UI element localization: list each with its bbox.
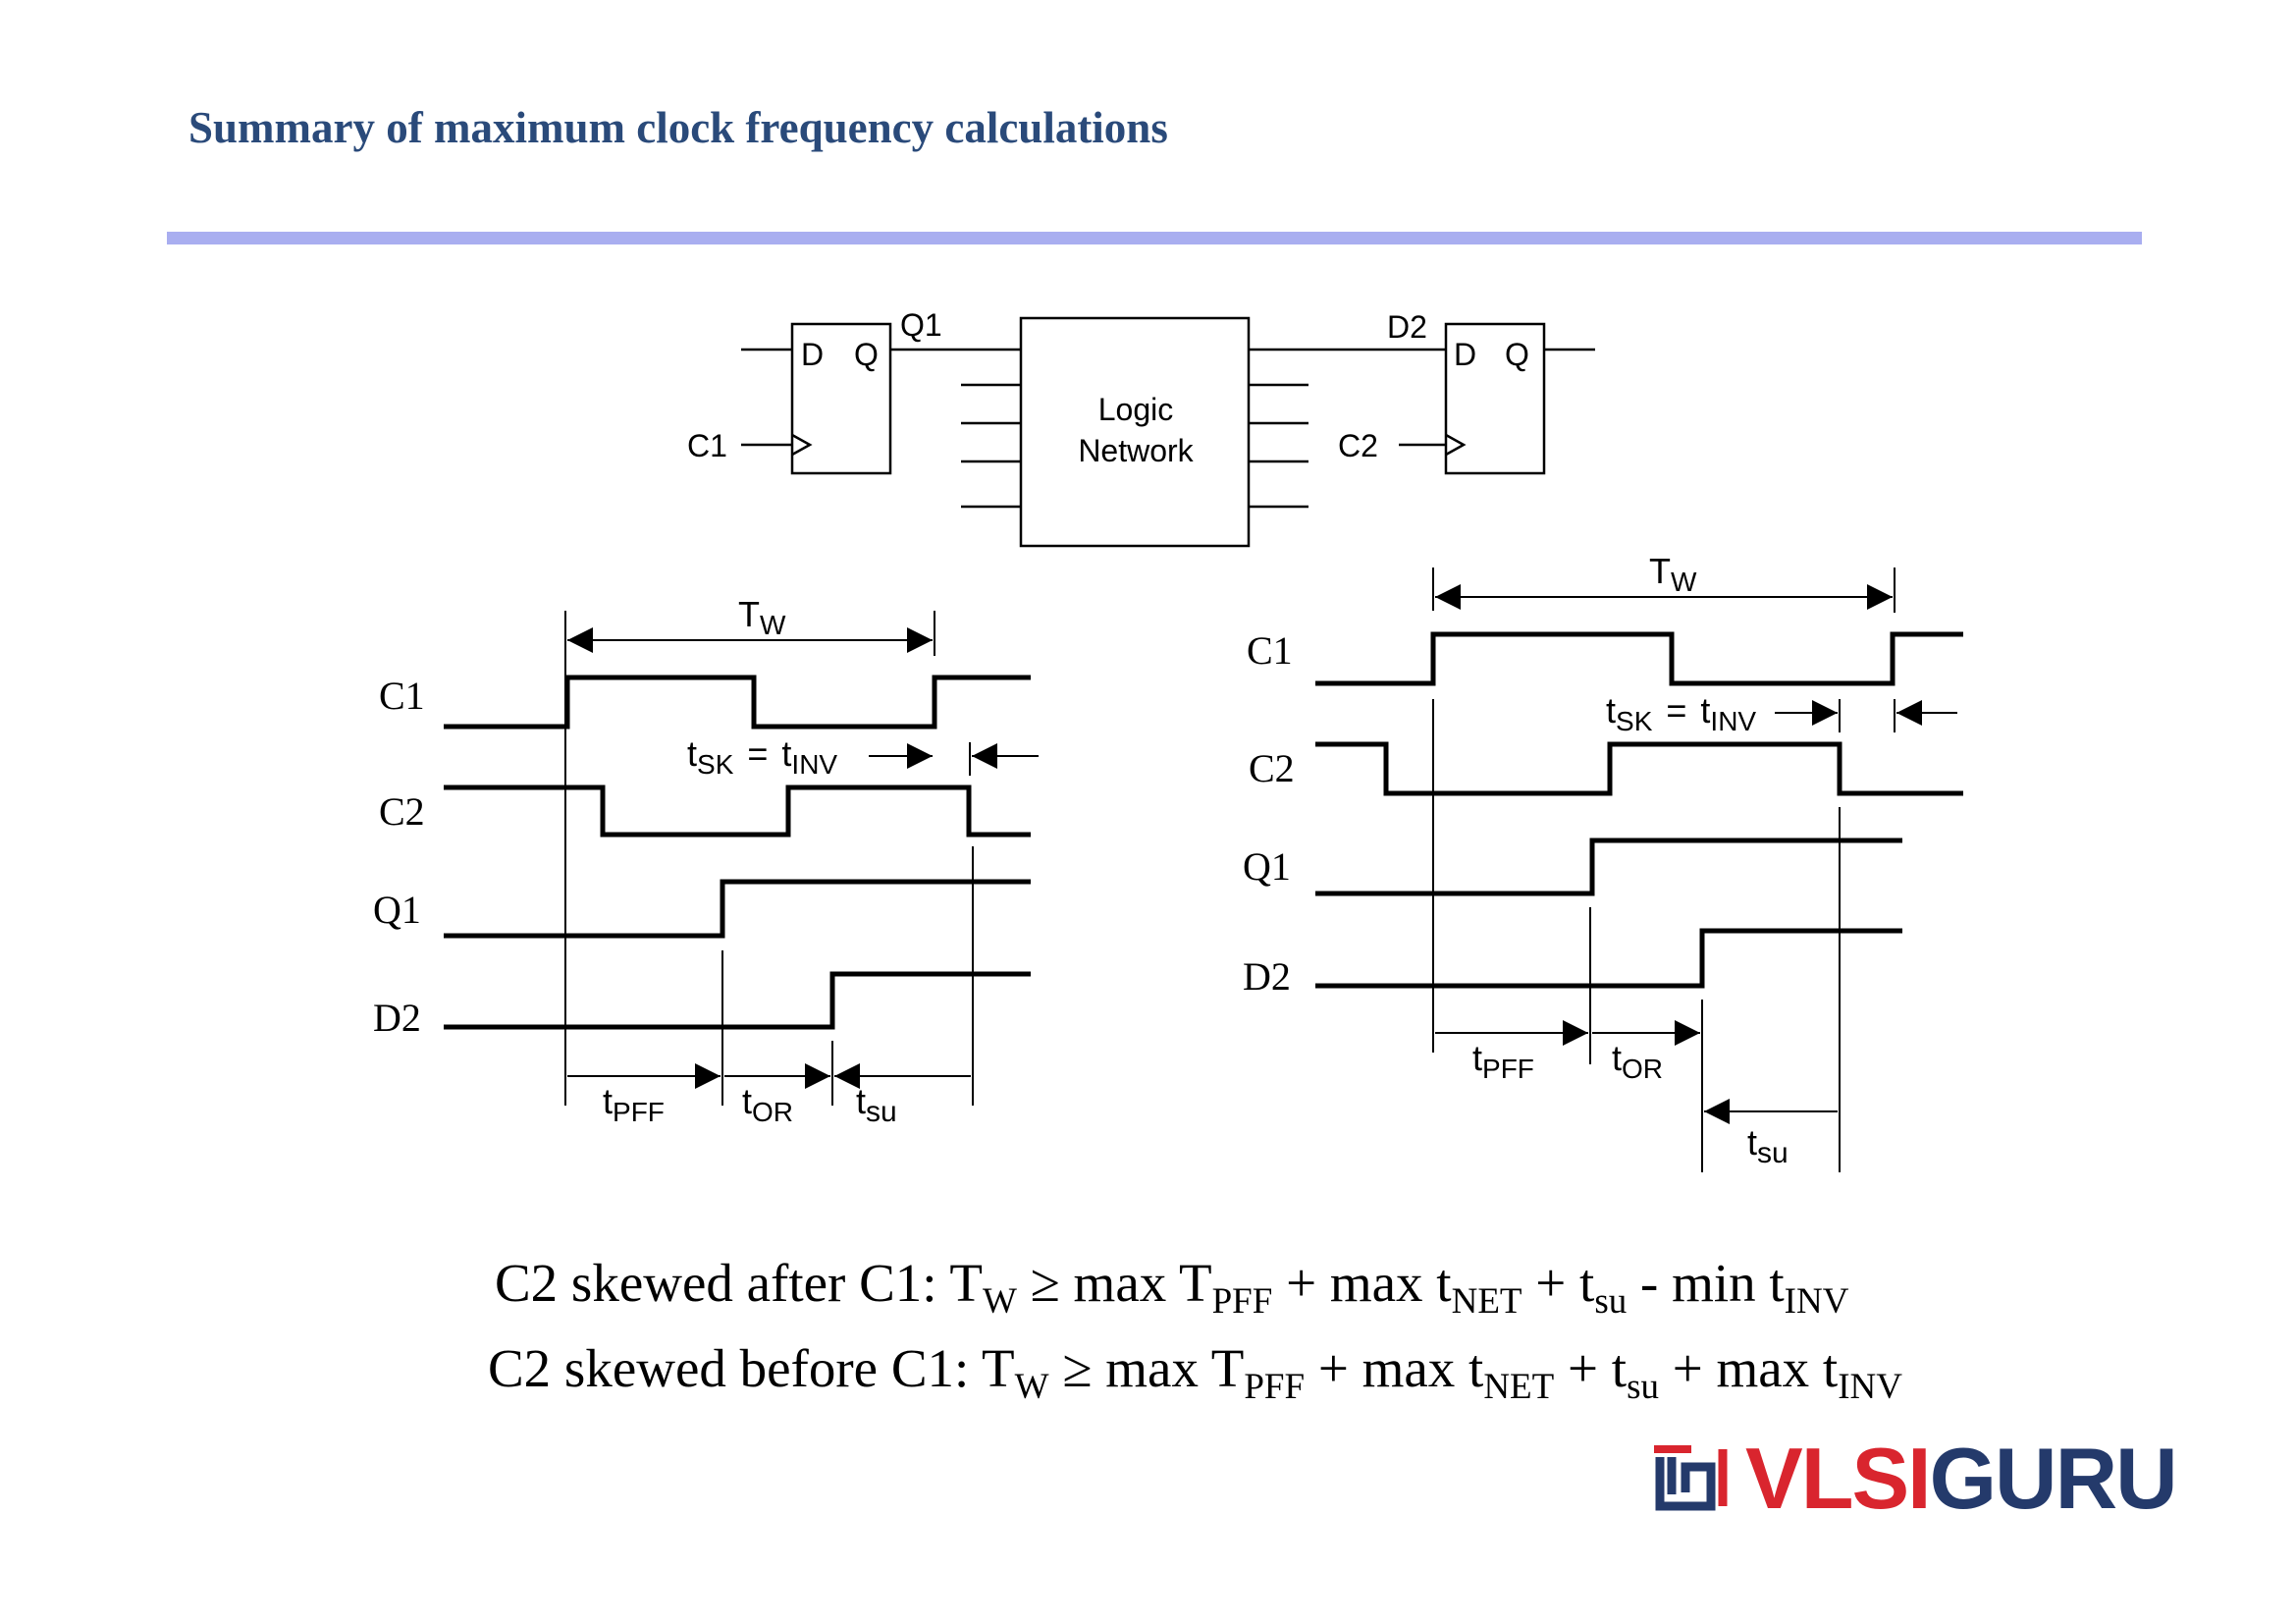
equation-skewed-after: C2 skewed after C1: TW ≥ max TPFF + max … bbox=[495, 1253, 1849, 1322]
left-waveform-q1 bbox=[444, 879, 1031, 939]
logic-label-line2: Network bbox=[1078, 433, 1194, 468]
right-waveform-c1 bbox=[1315, 631, 1963, 686]
logic-network-box bbox=[1019, 316, 1251, 548]
logic-label-line1: Logic bbox=[1098, 392, 1174, 427]
page-title: Summary of maximum clock frequency calcu… bbox=[188, 103, 1168, 152]
ff2-q-label: Q bbox=[1505, 337, 1529, 372]
ff2-clock-triangle bbox=[1445, 433, 1467, 457]
right-tor-label: tOR bbox=[1612, 1038, 1663, 1084]
right-waveform-d2 bbox=[1315, 928, 1902, 989]
logo-wordmark: VLSIGURU bbox=[1745, 1430, 2178, 1527]
ff1-d-label: D bbox=[801, 337, 824, 372]
left-timing-diagram: C1 C2 Q1 D2 bbox=[373, 594, 1039, 1128]
left-skew-label: tSK=tINV bbox=[687, 733, 837, 780]
d2-net-label: D2 bbox=[1387, 309, 1427, 345]
left-waveform-d2 bbox=[444, 971, 1031, 1030]
circuit-labels: D Q C1 Q1 Logic Network D2 D Q C2 bbox=[687, 307, 1529, 468]
right-tsu-label: tsu bbox=[1747, 1122, 1789, 1169]
ff1-q-label: Q bbox=[854, 337, 879, 372]
right-signal-q1: Q1 bbox=[1243, 844, 1291, 889]
left-period-label: TW bbox=[738, 594, 786, 640]
left-waveform-c1 bbox=[444, 675, 1031, 730]
left-tsu-label: tsu bbox=[856, 1081, 897, 1128]
left-signal-c1: C1 bbox=[379, 674, 425, 718]
right-timing-diagram: C1 C2 Q1 D2 bbox=[1243, 551, 1963, 1172]
right-signal-d2: D2 bbox=[1243, 954, 1291, 999]
ff1-clock-label: C1 bbox=[687, 428, 727, 463]
q1-net-label: Q1 bbox=[900, 307, 942, 343]
right-skew-label: tSK=tINV bbox=[1606, 690, 1756, 736]
ff2-d-label: D bbox=[1454, 337, 1476, 372]
left-waveform-c2 bbox=[444, 784, 1031, 838]
left-tpff-label: tPFF bbox=[603, 1081, 665, 1127]
left-signal-c2: C2 bbox=[379, 789, 425, 834]
flip-flop-1 bbox=[790, 322, 892, 475]
equation-skewed-before: C2 skewed before C1: TW ≥ max TPFF + max… bbox=[488, 1338, 1902, 1407]
circuit-schematic bbox=[741, 316, 1595, 548]
right-period-label: TW bbox=[1649, 551, 1697, 597]
flip-flop-2 bbox=[1444, 322, 1546, 475]
right-signal-c2: C2 bbox=[1249, 746, 1295, 790]
left-signal-d2: D2 bbox=[373, 996, 421, 1040]
left-signal-q1: Q1 bbox=[373, 888, 421, 932]
title-rule bbox=[167, 232, 2142, 244]
logo-mark-icon bbox=[1654, 1445, 1728, 1511]
right-waveform-c2 bbox=[1315, 741, 1963, 796]
right-waveform-q1 bbox=[1315, 838, 1902, 896]
right-tpff-label: tPFF bbox=[1472, 1038, 1534, 1084]
ff2-clock-label: C2 bbox=[1338, 428, 1378, 463]
left-tor-label: tOR bbox=[742, 1081, 793, 1127]
right-signal-c1: C1 bbox=[1247, 628, 1293, 673]
ff1-clock-triangle bbox=[791, 433, 813, 457]
vlsiguru-logo: VLSIGURU bbox=[1652, 1435, 2178, 1522]
